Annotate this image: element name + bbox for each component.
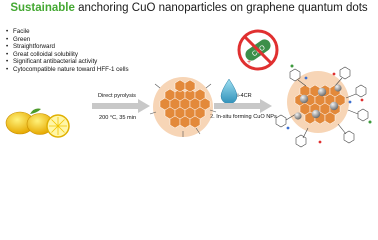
lemon-icon	[5, 108, 70, 138]
step2-line2: 2. In-situ forming CuO NPs	[210, 114, 277, 120]
feature-item: Great colloidal solubility	[6, 51, 129, 59]
feature-list: Facile Green Straightforward Great collo…	[6, 28, 129, 74]
feature-item: Cytocompatible nature toward HFF-1 cells	[6, 66, 129, 74]
graphene-quantum-dot-icon	[149, 77, 217, 137]
feature-item: Straightforward	[6, 43, 129, 51]
arrow-right-icon	[92, 99, 150, 113]
page-title: Sustainable anchoring CuO nanoparticles …	[0, 2, 378, 14]
step1-label: Direct pyrolysis	[98, 93, 136, 99]
step1-condition: 200 °C, 35 min	[99, 115, 137, 121]
graphene-quantum-dot-icon	[275, 64, 372, 148]
antibacterial-badge-icon: CuO +	[237, 29, 279, 71]
step2-line1: 1. Ugi-4CR	[224, 93, 252, 99]
badge-superscript: +	[247, 59, 251, 66]
feature-item: Green	[6, 36, 129, 44]
water-drop-icon	[220, 78, 238, 105]
cuo-particle-icon	[294, 84, 342, 120]
feature-item: Facile	[6, 28, 129, 36]
title-highlight: Sustainable	[10, 2, 75, 14]
title-rest: anchoring CuO nanoparticles on graphene …	[74, 2, 368, 14]
arrow-right-icon	[214, 99, 272, 113]
scheme-graphic: CuO +	[5, 29, 372, 148]
feature-item: Significant antibacterial activity	[6, 58, 129, 66]
